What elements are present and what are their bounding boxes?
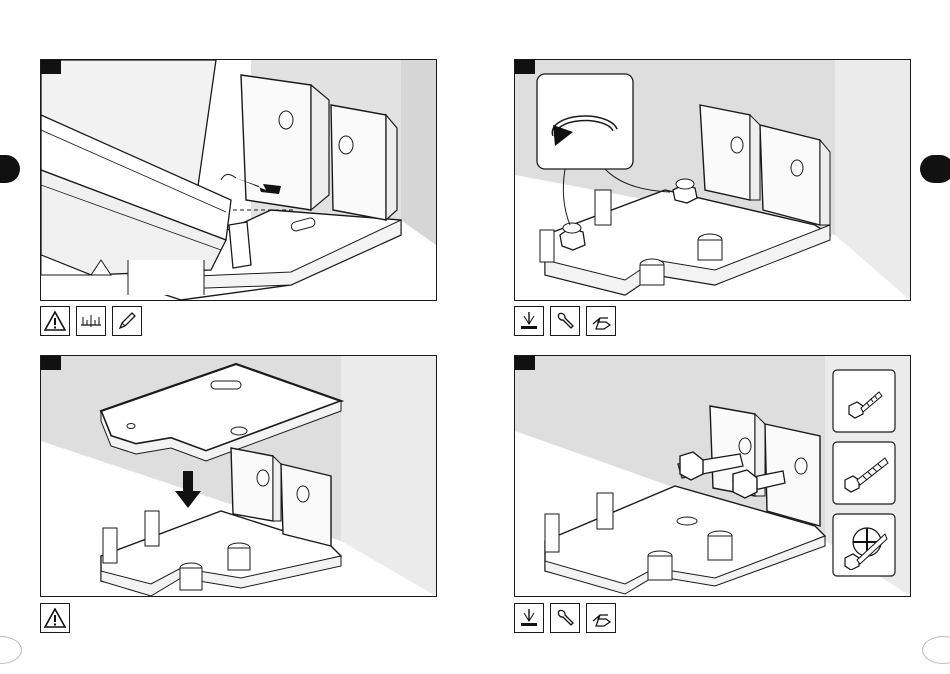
wrench-icon bbox=[550, 603, 580, 633]
page-tab-right bbox=[920, 155, 950, 183]
page-tab-left bbox=[0, 155, 20, 183]
hand-icon bbox=[586, 306, 616, 336]
step-panel-2 bbox=[514, 59, 911, 301]
illustration-plate-placement bbox=[41, 356, 436, 596]
step-panel-4 bbox=[514, 355, 911, 597]
step-1-icons bbox=[40, 306, 142, 336]
warning-icon bbox=[40, 603, 70, 633]
step-4-icons bbox=[514, 603, 616, 633]
welding-icon bbox=[514, 603, 544, 633]
measure-icon bbox=[76, 306, 106, 336]
step-marker bbox=[515, 60, 535, 74]
pencil-icon bbox=[112, 306, 142, 336]
anchor-bolt-icon bbox=[841, 452, 889, 496]
short-bolt-icon bbox=[845, 384, 885, 420]
step-panel-3 bbox=[40, 355, 437, 597]
illustration-tighten-nuts bbox=[515, 60, 910, 300]
step-3-icons bbox=[40, 603, 70, 633]
step-marker bbox=[41, 60, 61, 74]
wrench-icon bbox=[550, 306, 580, 336]
illustration-gate-leaf-on-bracket bbox=[41, 60, 436, 300]
page-curl-right bbox=[922, 636, 950, 664]
step-2-icons bbox=[514, 306, 616, 336]
chemical-anchor-icon bbox=[841, 520, 889, 570]
step-panel-1 bbox=[40, 59, 437, 301]
step-marker bbox=[515, 356, 535, 370]
warning-icon bbox=[40, 306, 70, 336]
welding-icon bbox=[514, 306, 544, 336]
step-marker bbox=[41, 356, 61, 370]
hand-icon bbox=[586, 603, 616, 633]
page-curl-left bbox=[0, 636, 22, 664]
